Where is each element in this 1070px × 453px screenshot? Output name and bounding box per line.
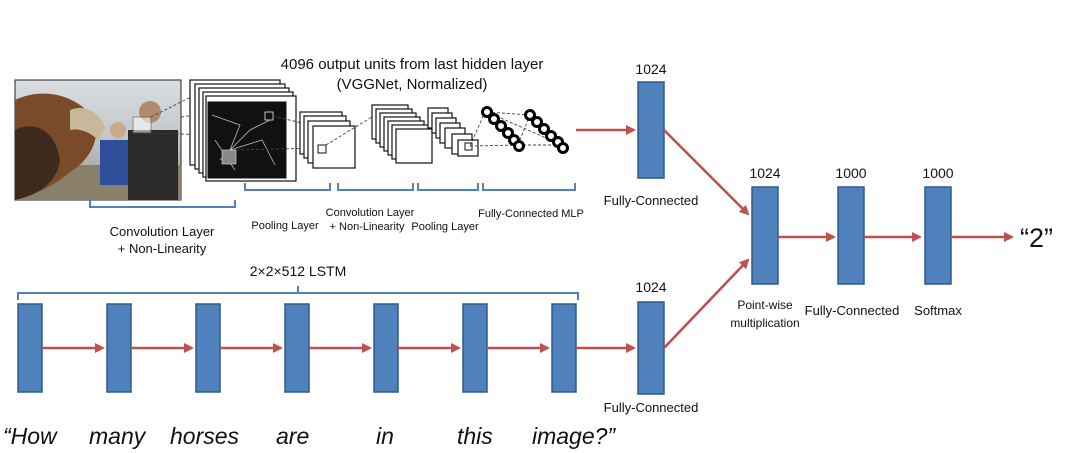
image-fc-block [637, 81, 665, 179]
mlp-neurons-layer-1 [481, 106, 525, 152]
pooling-layer-2-label: Pooling Layer [411, 221, 479, 233]
conv-layer-2-maps [371, 104, 433, 164]
question-words: “How many horses are in this image?” [3, 423, 616, 449]
fusion-label-line-2: multiplication [730, 316, 799, 330]
mlp-neurons-layer-2 [524, 109, 569, 154]
lstm-cell [106, 303, 132, 393]
image-fc-dim: 1024 [635, 61, 666, 77]
fusion-block [751, 186, 779, 285]
conv-layer-1-label-line-2: + Non-Linearity [118, 241, 207, 256]
softmax-label: Softmax [914, 303, 962, 318]
conv-layer-2-label-line-1: Convolution Layer [326, 207, 415, 219]
lstm-cell [17, 303, 43, 393]
pool-to-conv2-line [325, 111, 381, 146]
lstm-cell [551, 303, 577, 393]
conv-layer-2-label-line-2: + Non-Linearity [330, 221, 405, 233]
horses-photo-icon [14, 79, 182, 201]
final-fc-dim: 1000 [835, 165, 866, 181]
lstm-cell [373, 303, 399, 393]
softmax-dim: 1000 [922, 165, 953, 181]
lstm-cell [195, 303, 221, 393]
mlp-label: Fully-Connected MLP [478, 208, 584, 220]
cnn-title-line-1: 4096 output units from last hidden layer [281, 56, 544, 73]
answer-text: “2” [1020, 223, 1053, 253]
question-word: many [89, 423, 147, 449]
question-word: image?” [532, 423, 616, 449]
image-fc-label: Fully-Connected [604, 193, 699, 208]
question-word: in [376, 423, 394, 449]
cnn-brackets [89, 183, 576, 208]
cnn-title-line-2: (VGGNet, Normalized) [337, 76, 488, 93]
pooling-layer-1-maps [299, 111, 356, 169]
question-fc-dim: 1024 [635, 279, 666, 295]
arrow-question-fc-to-fusion [663, 258, 750, 349]
lstm-bracket [17, 292, 579, 300]
question-word: “How [3, 423, 58, 449]
question-word: this [457, 423, 493, 449]
question-fc-label: Fully-Connected [604, 400, 699, 415]
question-word: are [276, 423, 309, 449]
lstm-label: 2×2×512 LSTM [250, 263, 347, 279]
softmax-block [924, 186, 952, 285]
final-fc-label: Fully-Connected [805, 303, 900, 318]
conv-layer-1-label-line-1: Convolution Layer [110, 224, 215, 239]
fusion-dim: 1024 [749, 165, 780, 181]
fusion-label-line-1: Point-wise [737, 298, 793, 312]
lstm-cell [284, 303, 310, 393]
lstm-cell [462, 303, 488, 393]
pooling-layer-1-label: Pooling Layer [251, 220, 319, 232]
final-fc-block [837, 186, 865, 285]
question-fc-block [637, 301, 665, 395]
arrow-image-fc-to-fusion [663, 129, 750, 216]
pooling-layer-2-maps [427, 107, 479, 157]
conv-layer-1-feature-maps [189, 79, 297, 182]
question-word: horses [170, 423, 240, 449]
